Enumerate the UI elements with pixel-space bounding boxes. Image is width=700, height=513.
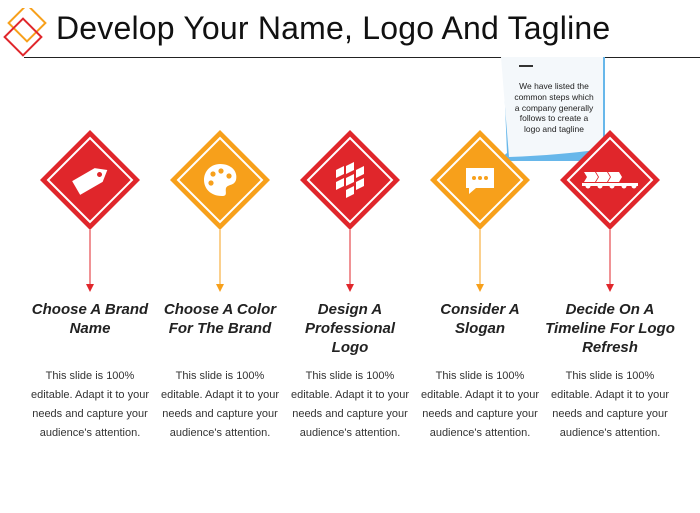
step-title-brand-color: Choose A Color For The Brand (163, 301, 277, 337)
step-description: This slide is 100% editable. Adapt it to… (290, 370, 410, 439)
note-text: We have listed the common steps which a … (514, 81, 594, 135)
arrow-down-icon (216, 230, 224, 292)
step-title-logo-design: Design A Professional Logo (304, 301, 396, 356)
step-description: This slide is 100% editable. Adapt it to… (30, 370, 150, 439)
arrow-down-icon (476, 230, 484, 292)
step-title-slogan: Consider A Slogan (440, 301, 520, 337)
speech-bubble-icon (430, 130, 530, 230)
palette-icon (170, 130, 270, 230)
arrow-down-icon (606, 230, 614, 292)
title-divider (24, 57, 700, 58)
step-description: This slide is 100% editable. Adapt it to… (160, 370, 280, 439)
step-title-logo-refresh: Decide On A Timeline For Logo Refresh (545, 301, 675, 356)
timeline-icon (560, 130, 660, 230)
price-tag-icon (40, 130, 140, 230)
arrow-down-icon (346, 230, 354, 292)
shapes-pattern-icon (300, 130, 400, 230)
diamond-logo-icon (3, 8, 47, 57)
page-title: Develop Your Name, Logo And Tagline (56, 10, 611, 46)
step-description: This slide is 100% editable. Adapt it to… (420, 370, 540, 439)
step-description: This slide is 100% editable. Adapt it to… (550, 370, 670, 439)
arrow-down-icon (86, 230, 94, 292)
sticky-note (501, 57, 605, 161)
step-title-brand-name: Choose A Brand Name (31, 301, 149, 337)
